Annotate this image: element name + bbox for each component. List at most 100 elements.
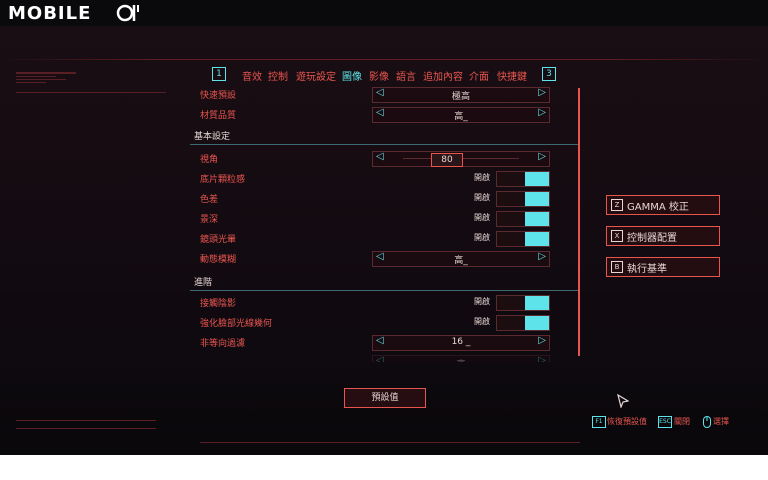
selector-value: 極高 [451, 92, 470, 102]
chromatic-aberration-toggle[interactable] [496, 191, 550, 207]
setting-anisotropy: 非等向過濾 ◁ 16 _ ▷ [190, 332, 582, 352]
toggle-fill [525, 212, 549, 226]
f1-key-hint: F1 [592, 416, 606, 428]
setting-quick-preset: 快速預設 ◁ 極高 ▷ [190, 84, 582, 104]
arrow-right-icon[interactable]: ▷ [538, 251, 546, 262]
toggle-fill [525, 296, 549, 310]
selector-value: 高 [373, 357, 549, 362]
tab-dlc[interactable]: 追加內容 [423, 72, 463, 83]
setting-label: 材質品質 [200, 111, 237, 121]
setting-label: 景深 [200, 215, 219, 225]
arrow-right-icon[interactable]: ▷ [538, 355, 546, 362]
controller-config-button[interactable]: X 控制器配置 [606, 226, 720, 246]
tab-controls[interactable]: 控制 [268, 72, 288, 83]
arrow-right-icon[interactable]: ▷ [538, 107, 546, 118]
setting-label: 非等向過濾 [200, 339, 246, 349]
tab-video[interactable]: 影像 [369, 72, 389, 83]
key-hint: Z [611, 199, 623, 211]
arrow-left-icon[interactable]: ◁ [376, 251, 384, 262]
restore-defaults-hint[interactable]: 恢復預設值 [607, 417, 647, 426]
section-title: 進階 [194, 278, 213, 288]
partial-selector[interactable]: ◁ 高 ▷ [372, 355, 550, 362]
select-hint[interactable]: 選擇 [713, 417, 729, 426]
toggle-state: 開啟 [474, 317, 490, 326]
close-hint[interactable]: 關閉 [674, 417, 690, 426]
toggle-state: 開啟 [474, 233, 490, 242]
motion-blur-selector[interactable]: ◁ 高_ ▷ [372, 251, 550, 267]
arrow-right-icon[interactable]: ▷ [538, 335, 546, 346]
setting-label: 動態模糊 [200, 255, 237, 265]
key-hint: B [611, 261, 623, 273]
deco-divider [16, 420, 156, 421]
prev-tab-key[interactable]: 1 [212, 67, 226, 81]
setting-fov: 視角 ◁ 80 ▷ [190, 148, 582, 168]
arrow-left-icon[interactable]: ◁ [376, 151, 384, 162]
deco-barcode-icon [16, 72, 76, 83]
toggle-state: 開啟 [474, 173, 490, 182]
bottom-strip [0, 455, 768, 480]
toggle-state: 開啟 [474, 297, 490, 306]
top-bar: MOBILE [0, 0, 768, 26]
arrow-left-icon[interactable]: ◁ [376, 87, 384, 98]
lens-flare-toggle[interactable] [496, 231, 550, 247]
face-lighting-toggle[interactable] [496, 315, 550, 331]
esc-key-hint: ESC [658, 416, 672, 428]
selector-value: 高_ [454, 256, 468, 266]
setting-label: 色差 [200, 195, 219, 205]
toggle-fill [525, 232, 549, 246]
section-basic: 基本設定 [190, 126, 578, 145]
arrow-left-icon[interactable]: ◁ [376, 107, 384, 118]
toggle-fill [525, 192, 549, 206]
site-logo: MOBILE [8, 3, 92, 24]
gamma-button[interactable]: Z GAMMA 校正 [606, 195, 720, 215]
slider-knob[interactable]: 80 [431, 153, 463, 167]
setting-motion-blur: 動態模糊 ◁ 高_ ▷ [190, 248, 582, 268]
deco-divider [16, 428, 156, 429]
arrow-right-icon[interactable]: ▷ [538, 151, 546, 162]
nav-divider [0, 59, 768, 60]
section-title: 基本設定 [194, 132, 231, 142]
contact-shadows-toggle[interactable] [496, 295, 550, 311]
selector-value: 16 _ [451, 337, 471, 347]
arrow-left-icon[interactable]: ◁ [376, 335, 384, 346]
settings-scrollbar[interactable] [578, 88, 580, 356]
button-label: GAMMA 校正 [627, 202, 689, 213]
setting-label: 快速預設 [200, 91, 237, 101]
film-grain-toggle[interactable] [496, 171, 550, 187]
setting-lens-flare: 鏡頭光暈 開啟 [190, 228, 582, 248]
tab-language[interactable]: 語言 [396, 72, 416, 83]
anisotropy-selector[interactable]: ◁ 16 _ ▷ [372, 335, 550, 351]
arrow-left-icon[interactable]: ◁ [376, 355, 384, 362]
setting-film-grain: 底片顆粒感 開啟 [190, 168, 582, 188]
toggle-state: 開啟 [474, 213, 490, 222]
key-hint: X [611, 230, 623, 242]
depth-of-field-toggle[interactable] [496, 211, 550, 227]
setting-texture-quality: 材質品質 ◁ 高_ ▷ [190, 104, 582, 124]
category-tabs: 1 音效 控制 遊玩設定 圖像 影像 語言 追加內容 介面 快捷鍵 3 [0, 32, 768, 83]
fov-slider[interactable]: ◁ 80 ▷ [372, 151, 550, 167]
next-tab-key[interactable]: 3 [542, 67, 556, 81]
graphics-settings-list: 快速預設 ◁ 極高 ▷ 材質品質 ◁ 高_ ▷ 基本設定 視角 ◁ 80 [190, 82, 582, 362]
deco-divider [16, 92, 166, 93]
arrow-right-icon[interactable]: ▷ [538, 87, 546, 98]
tab-audio[interactable]: 音效 [242, 72, 262, 83]
defaults-button[interactable]: 預設值 [344, 388, 426, 408]
setting-partial-row: ◁ 高 ▷ [190, 352, 582, 362]
toggle-fill [525, 316, 549, 330]
button-label: 控制器配置 [627, 233, 677, 244]
setting-chromatic-aberration: 色差 開啟 [190, 188, 582, 208]
toggle-state: 開啟 [474, 193, 490, 202]
tab-interface[interactable]: 介面 [469, 72, 489, 83]
setting-label: 視角 [200, 155, 219, 165]
tab-gameplay[interactable]: 遊玩設定 [296, 72, 336, 83]
button-label: 執行基準 [627, 264, 667, 275]
toggle-fill [525, 172, 549, 186]
texture-quality-selector[interactable]: ◁ 高_ ▷ [372, 107, 550, 123]
tab-graphics[interactable]: 圖像 [342, 72, 362, 83]
quick-preset-selector[interactable]: ◁ 極高 ▷ [372, 87, 550, 103]
tab-keybinds[interactable]: 快捷鍵 [497, 72, 527, 83]
benchmark-button[interactable]: B 執行基準 [606, 257, 720, 277]
setting-label: 底片顆粒感 [200, 175, 246, 185]
setting-face-lighting: 強化臉部光線幾何 開啟 [190, 312, 582, 332]
